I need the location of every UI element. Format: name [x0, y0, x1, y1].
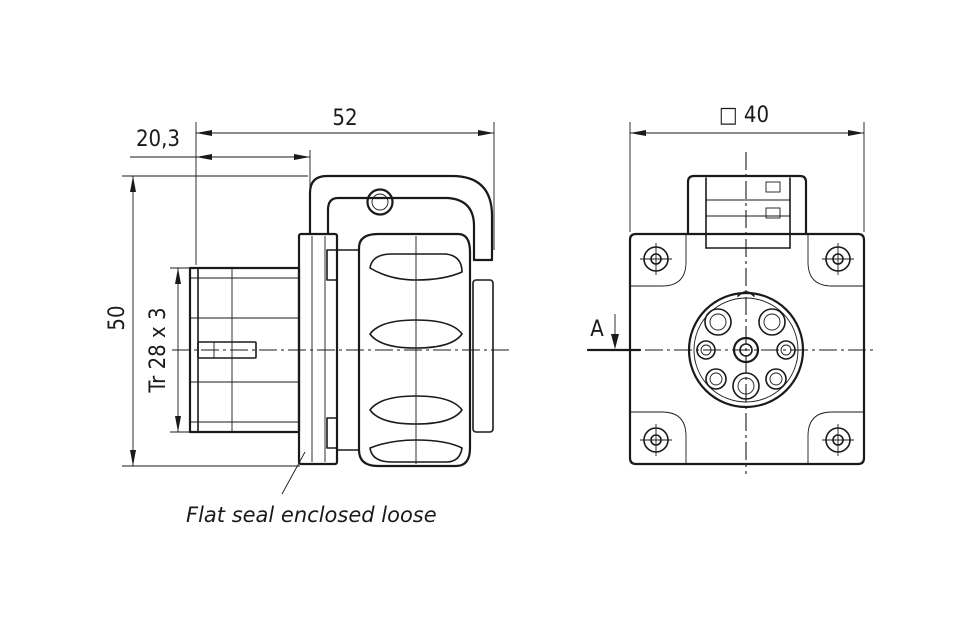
contact-top-left: [704, 308, 732, 336]
grip-rib-2: [369, 319, 463, 349]
grip-rib-1: [369, 253, 463, 281]
grip-rib-3: [369, 395, 463, 425]
arrow-thread-bottom: [175, 416, 181, 432]
contact-bottom-left: [705, 368, 727, 390]
flat-seal-leader: [281, 451, 306, 495]
section-marker-arrow-head: [611, 334, 619, 349]
section-marker-label: A: [590, 317, 604, 342]
flange-plate: [297, 232, 339, 466]
mount-hole-bl: [640, 424, 672, 456]
hinge-notch-bottom: [765, 207, 781, 219]
dim-label-52: 52: [332, 106, 357, 131]
flat-seal-note: Flat seal enclosed loose: [186, 503, 437, 527]
dim-label-20-3: 20,3: [136, 127, 180, 152]
corner-relief-tl: [630, 234, 687, 287]
grip-rib-4: [369, 439, 463, 463]
front-view: A □ 40: [586, 103, 876, 474]
cap-hinge-outline: [308, 174, 494, 262]
arrow-50-bottom: [130, 450, 136, 466]
arrow-20-3-right: [294, 154, 310, 160]
mount-hole-tr: [822, 243, 854, 275]
mount-hole-br: [822, 424, 854, 456]
corner-relief-bl: [630, 411, 687, 464]
cap-side-strip: [472, 279, 494, 433]
hinge-pin-hole: [366, 188, 394, 216]
arrow-20-3-left: [196, 154, 212, 160]
square-flange: [628, 232, 866, 466]
arrow-thread-top: [175, 268, 181, 284]
arrow-52-right: [478, 130, 494, 136]
arrow-52-left: [196, 130, 212, 136]
coding-pin: [197, 341, 257, 359]
hinge-tab: [686, 174, 808, 236]
contact-top-right: [758, 308, 786, 336]
flange-boss-bottom: [326, 417, 338, 449]
corner-relief-br: [807, 411, 864, 464]
corner-relief-tr: [807, 234, 864, 287]
mount-hole-tl: [640, 243, 672, 275]
cap-grip-body: [357, 232, 472, 468]
contact-bottom-right: [765, 368, 787, 390]
dim-label-thread: Tr 28 x 3: [146, 307, 171, 393]
hinge-notch-top: [765, 181, 781, 193]
hinge-pin-hole-inner: [371, 193, 389, 211]
dim-label-50: 50: [105, 305, 130, 330]
side-view: 52 20,3 50 Tr 28 x 3 Flat seal enclosed …: [105, 106, 510, 527]
dim-label-40: □ 40: [719, 103, 769, 128]
arrow-50-top: [130, 176, 136, 192]
flange-boss-top: [326, 249, 338, 281]
arrow-40-left: [630, 130, 646, 136]
arrow-40-right: [848, 130, 864, 136]
